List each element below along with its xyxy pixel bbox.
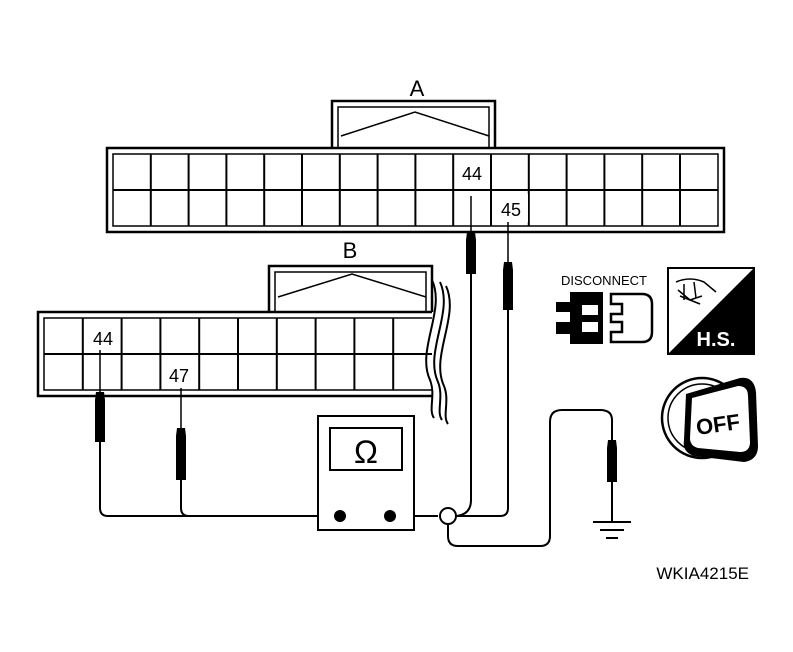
connector-b-pin-47: 47 [169,366,189,386]
connector-a: A 44 45 [105,76,726,234]
ohm-symbol: Ω [354,434,378,470]
ground-icon [593,482,631,539]
connector-b-label: B [343,238,358,263]
wire-junction [439,507,457,525]
ignition-off-icon: OFF [660,376,758,462]
disconnect-label: DISCONNECT [561,273,647,288]
connector-b: B 44 47 [36,238,451,425]
harness-side-icon: H.S. [667,267,755,355]
probe-b-44 [95,350,105,442]
harness-side-label: H.S. [697,329,736,351]
connector-a-pin-44: 44 [462,164,482,184]
ohmmeter: Ω [317,415,415,531]
connector-a-pin-45: 45 [501,200,521,220]
test-leads [99,274,613,547]
connector-b-pin-44: 44 [93,329,113,349]
probe-b-47 [176,388,186,480]
figure-code: WKIA4215E [656,564,749,583]
probe-a-44 [466,196,476,274]
probe-a-45 [503,222,513,310]
ignition-off-label: OFF [694,409,741,440]
meter-terminal-neg [334,510,346,522]
disconnect-icon: DISCONNECT [556,273,654,344]
meter-terminal-pos [384,510,396,522]
connector-a-label: A [410,76,425,101]
